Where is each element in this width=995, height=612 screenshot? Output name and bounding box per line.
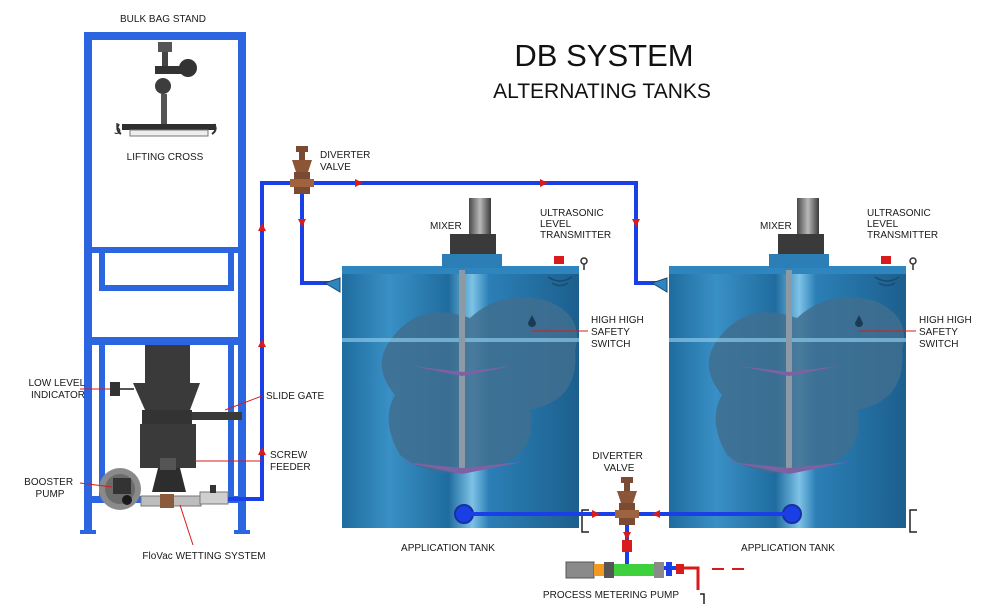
diagram-title: DB SYSTEM xyxy=(514,38,693,73)
diverter-valve-bottom-label: DIVERTER VALVE xyxy=(592,451,645,474)
diverter-valve-top-label: DIVERTER VALVE xyxy=(320,150,373,173)
tank-2-label: APPLICATION TANK xyxy=(741,543,835,554)
metering-pump-label: PROCESS METERING PUMP xyxy=(543,590,679,601)
application-tank-1 xyxy=(323,198,589,533)
mixer-1-label: MIXER xyxy=(430,221,462,232)
diagram-subtitle: ALTERNATING TANKS xyxy=(493,80,711,103)
high-high-2-label: HIGH HIGH SAFETY SWITCH xyxy=(919,315,975,350)
application-tank-2 xyxy=(650,198,917,533)
mixer-2-label: MIXER xyxy=(760,221,792,232)
booster-pump-label: BOOSTER PUMP xyxy=(24,477,76,500)
booster-pump xyxy=(99,468,229,510)
low-level-indicator-label: LOW LEVEL INDICATOR xyxy=(28,378,87,401)
lifting-cross: ʖ LIFTING CROSS xyxy=(114,42,217,163)
top-piping xyxy=(300,181,659,285)
screw-feeder-label: SCREW FEEDER xyxy=(270,450,311,473)
lifting-cross-label: LIFTING CROSS xyxy=(127,152,204,163)
wetting-system-label: FloVac WETTING SYSTEM xyxy=(142,551,265,562)
diverter-valve-top xyxy=(290,146,314,194)
flow-arrows xyxy=(258,179,660,540)
slide-gate-label: SLIDE GATE xyxy=(266,391,324,402)
high-high-1-label: HIGH HIGH SAFETY SWITCH xyxy=(591,315,647,350)
low-level-indicator xyxy=(110,382,134,396)
bulk-bag-stand-label: BULK BAG STAND xyxy=(120,14,206,25)
leader-lines xyxy=(79,330,916,546)
ultrasonic-1-label: ULTRASONIC LEVEL TRANSMITTER xyxy=(540,208,611,241)
diverter-valve-bottom xyxy=(615,477,639,552)
ultrasonic-2-label: ULTRASONIC LEVEL TRANSMITTER xyxy=(867,208,938,241)
tank-1-label: APPLICATION TANK xyxy=(401,543,495,554)
labels: LOW LEVEL INDICATOR SLIDE GATE SCREW FEE… xyxy=(24,150,975,601)
process-metering-pump xyxy=(565,561,744,604)
hopper-assembly xyxy=(133,345,242,492)
